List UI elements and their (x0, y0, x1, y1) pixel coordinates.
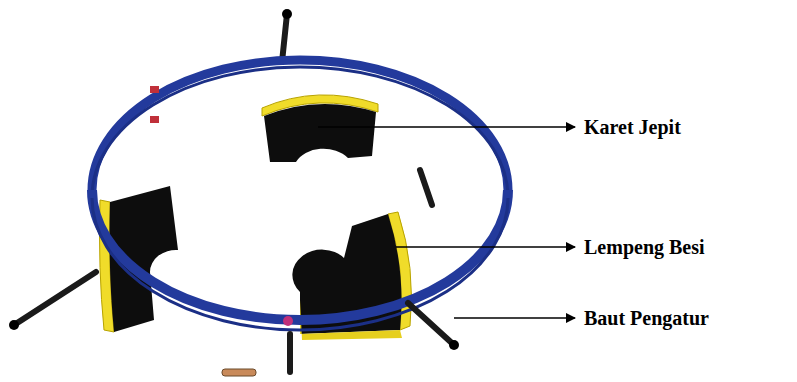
bolt-fitting (222, 369, 256, 376)
bolt-rod (287, 334, 293, 372)
ring-marker (150, 116, 159, 123)
leader-line (454, 317, 575, 318)
ring-front (92, 190, 508, 320)
part-label: Lempeng Besi (582, 236, 707, 258)
ring-marker (150, 86, 159, 93)
leader-line (318, 126, 575, 127)
leader-line (396, 246, 575, 247)
bolt-end (449, 340, 459, 350)
bolt-rod (408, 303, 454, 345)
leader-lines (318, 127, 575, 318)
part-label: Karet Jepit (582, 116, 683, 138)
bolt-end (282, 9, 292, 19)
bolt-end (9, 320, 19, 330)
bolt-rod (282, 14, 287, 62)
top-clamp (262, 95, 378, 162)
ring-back-edge (92, 67, 508, 197)
left-clamp (100, 186, 179, 332)
bolt-rod (14, 272, 96, 325)
clamp-rubber (264, 104, 376, 162)
bolt-rod (420, 170, 432, 205)
ring-front-edge (92, 198, 508, 330)
part-label: Baut Pengatur (582, 307, 711, 329)
ring-marker (283, 316, 293, 326)
ring-back (92, 60, 508, 190)
adjusting-bolts-front (9, 272, 459, 376)
